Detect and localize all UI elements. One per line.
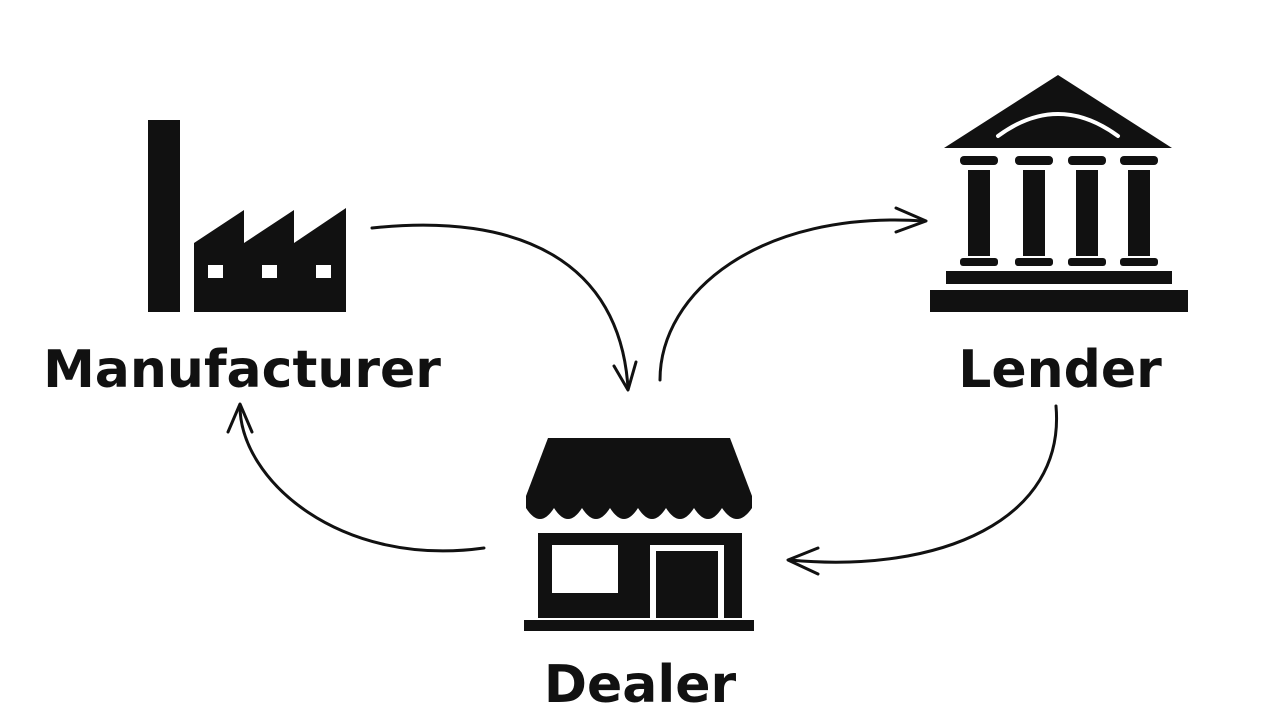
manufacturer-label: Manufacturer bbox=[43, 340, 441, 400]
arrow-dealer-to-lender bbox=[658, 206, 928, 382]
arrow-lender-to-dealer bbox=[786, 404, 1059, 576]
bank-icon bbox=[930, 75, 1188, 312]
dealer-label: Dealer bbox=[544, 655, 737, 715]
factory-icon bbox=[148, 120, 346, 312]
storefront-icon bbox=[524, 438, 754, 631]
arrow-manufacturer-to-dealer bbox=[370, 223, 638, 392]
lender-label: Lender bbox=[958, 340, 1162, 400]
arrow-dealer-to-manufacturer bbox=[226, 402, 486, 553]
